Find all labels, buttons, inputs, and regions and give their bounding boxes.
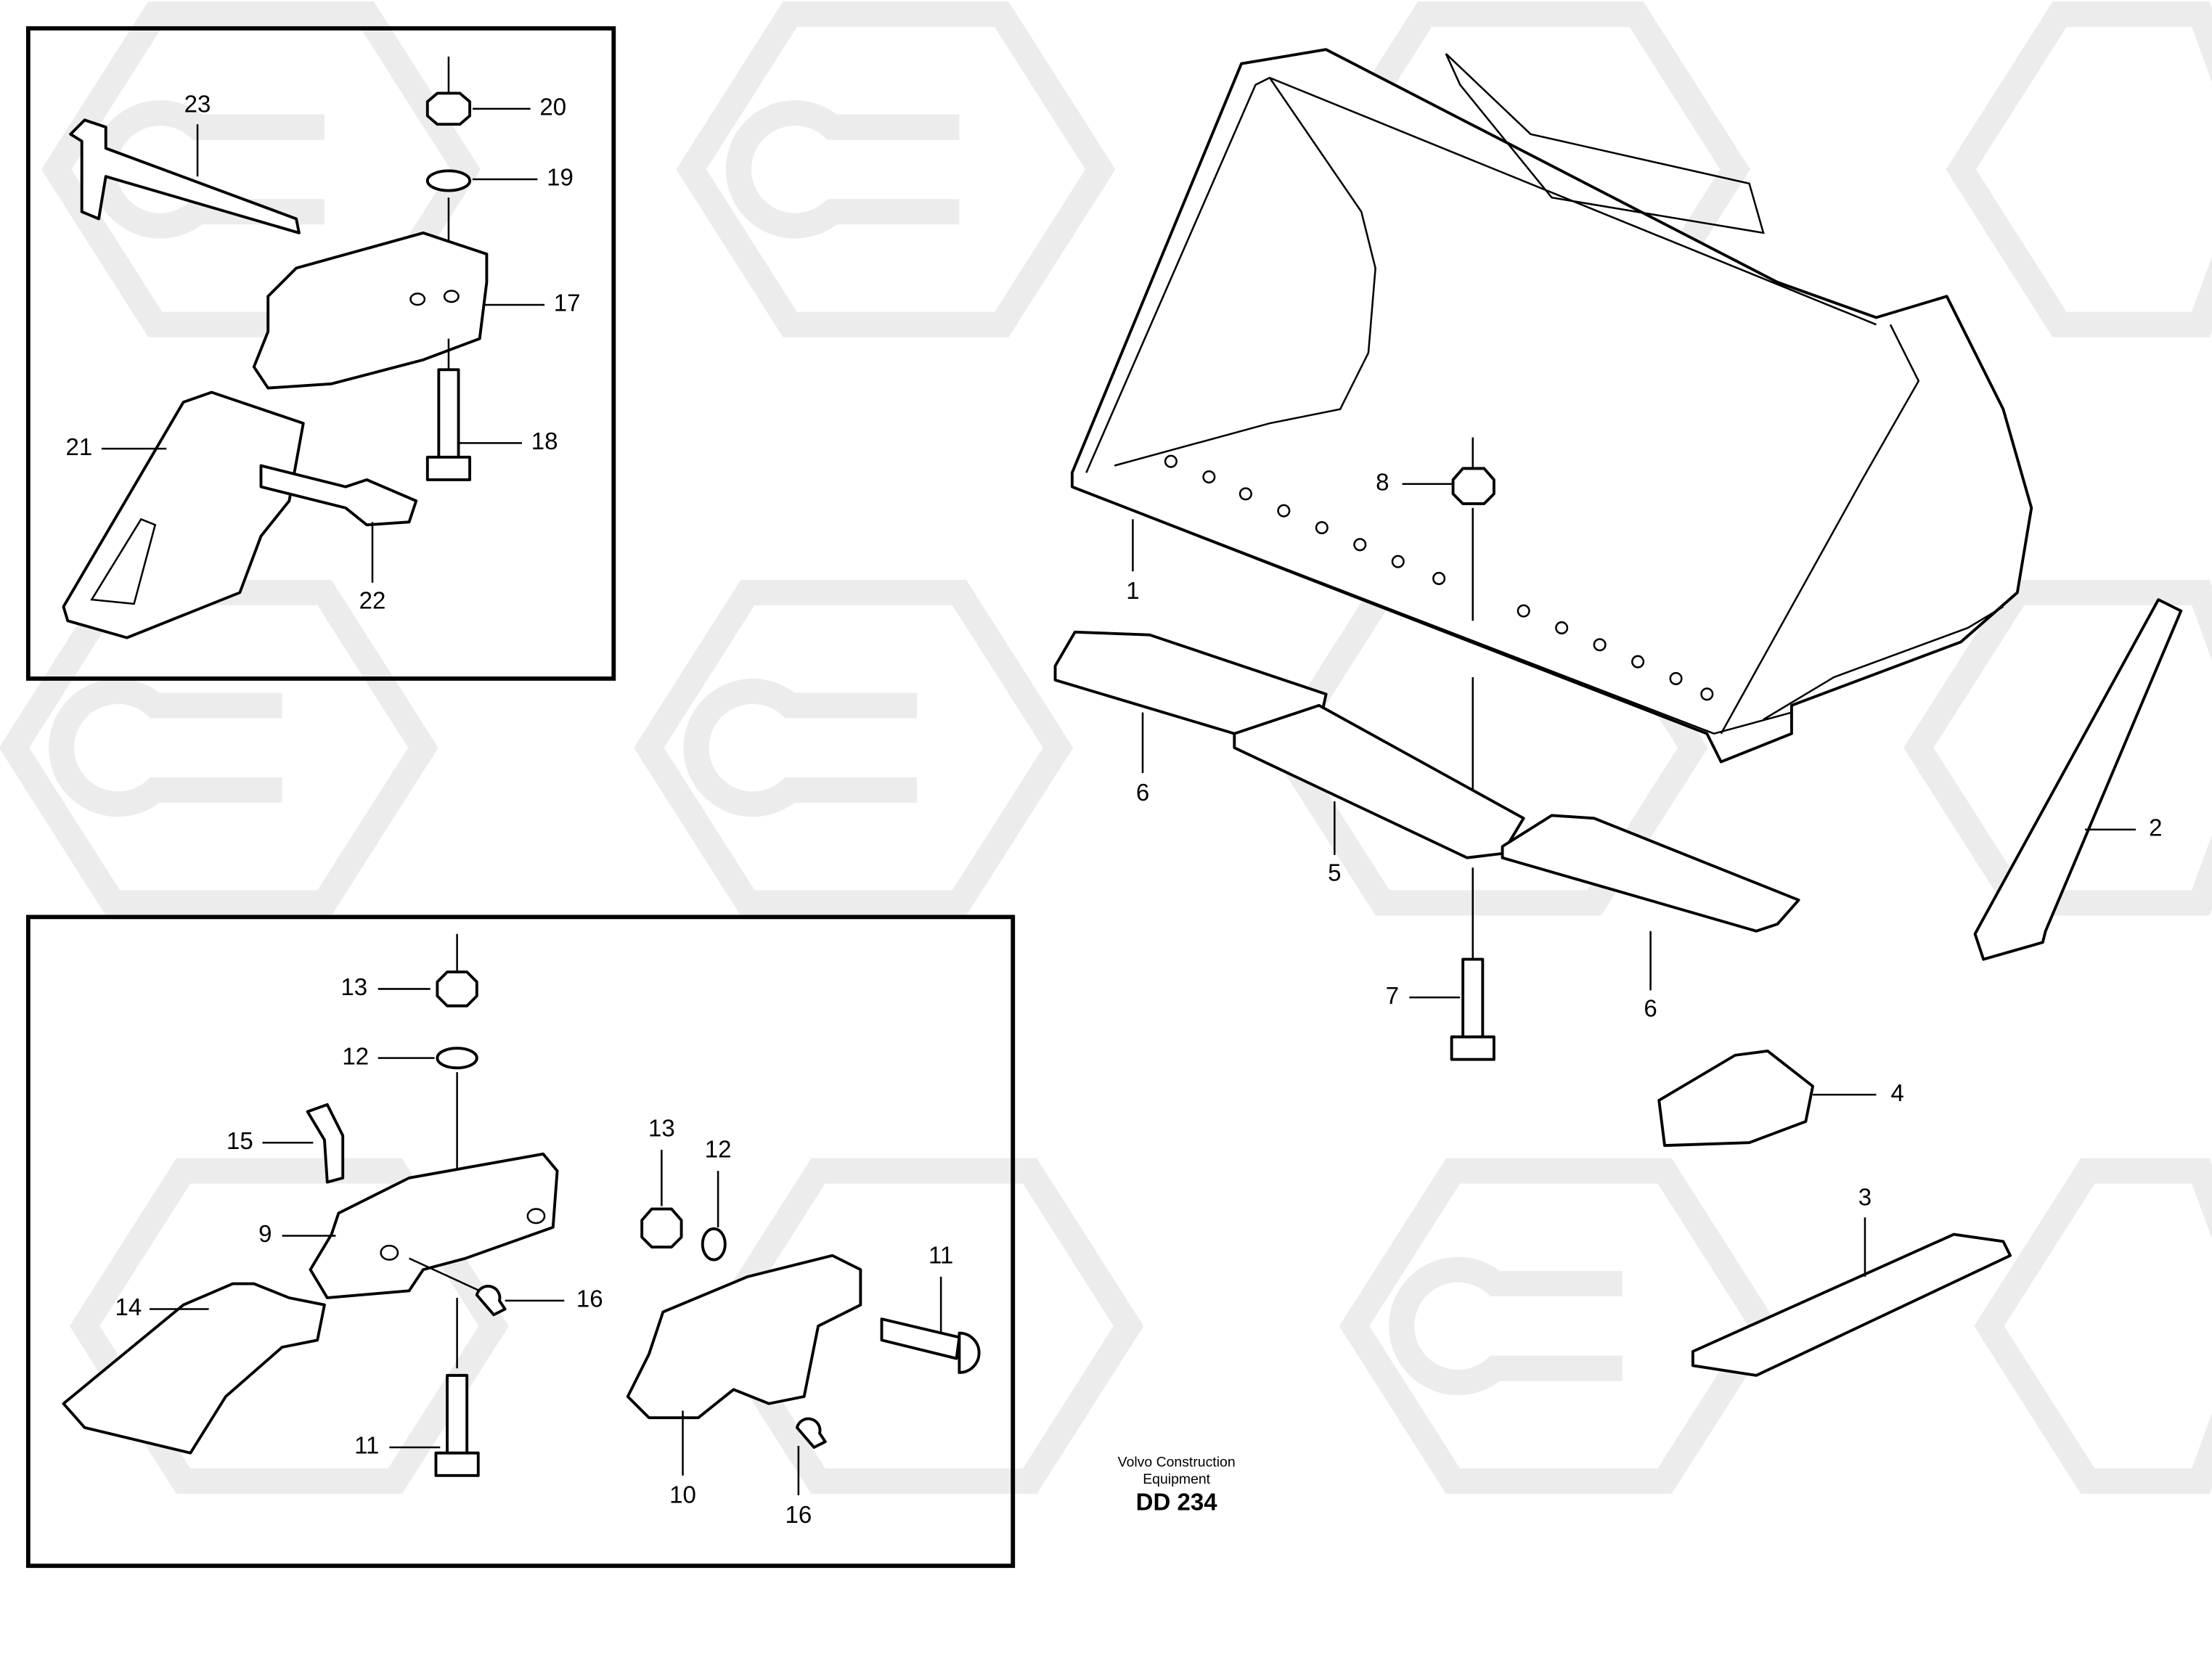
drawing-id: DD 234 — [1136, 1488, 1218, 1515]
callout-4: 4 — [1890, 1079, 1903, 1106]
part-17-adapter — [252, 231, 489, 390]
callout-13: 13 — [340, 973, 367, 1000]
part-11-bolt-right — [880, 1317, 981, 1374]
callout-10: 10 — [669, 1481, 696, 1508]
watermark-logo — [0, 579, 438, 916]
part-19-washer — [425, 169, 472, 192]
callout-11: 11 — [354, 1432, 379, 1459]
part-23-pin — [69, 118, 301, 234]
part-12-washer — [436, 1047, 478, 1070]
callout-17: 17 — [554, 290, 581, 316]
part-18-bolt — [425, 368, 472, 481]
watermark-logo — [69, 1158, 509, 1495]
callout-6-left: 6 — [1136, 779, 1149, 806]
callout-13-right: 13 — [648, 1114, 675, 1141]
callout-15: 15 — [226, 1127, 253, 1154]
part-15-lock — [306, 1103, 345, 1184]
part-13-nut — [436, 970, 478, 1007]
watermark-logo — [704, 1158, 1144, 1495]
callout-2: 2 — [2149, 814, 2162, 841]
detail-box-2-leaders — [149, 988, 942, 1496]
callout-22: 22 — [359, 587, 386, 614]
callout-20: 20 — [539, 94, 566, 120]
part-5-edge-middle — [1233, 703, 1525, 859]
callout-9: 9 — [258, 1220, 272, 1247]
callout-14: 14 — [115, 1293, 142, 1320]
callout-7: 7 — [1386, 982, 1399, 1009]
part-22-retainer — [259, 464, 418, 527]
main-bucket-assembly — [1053, 48, 2183, 1377]
watermark-logo — [676, 1, 1116, 338]
callout-12-right: 12 — [705, 1136, 732, 1163]
watermark-logo — [1339, 1158, 1779, 1495]
part-14-tooth — [62, 1282, 326, 1455]
part-16-pin-right — [795, 1417, 827, 1449]
detail-box-1 — [25, 26, 616, 681]
part-16-pin-left — [475, 1285, 507, 1317]
part-1-bucket — [1070, 48, 2033, 764]
callout-16-right: 16 — [785, 1501, 812, 1528]
callout-1: 1 — [1126, 577, 1139, 604]
part-10-adapter — [626, 1254, 862, 1420]
part-4-wear-plate — [1657, 1049, 1815, 1148]
watermark-logo — [1946, 1, 2212, 338]
part-3-wear-strip — [1691, 1233, 2012, 1377]
callout-18: 18 — [531, 428, 558, 454]
callout-12: 12 — [342, 1042, 369, 1069]
callout-8: 8 — [1376, 468, 1389, 495]
callout-16: 16 — [576, 1285, 603, 1312]
detail-box-1-parts — [62, 56, 489, 639]
part-11-bolt-left — [434, 1373, 480, 1477]
main-leaders — [1132, 483, 2137, 1277]
part-12-washer-right — [701, 1227, 727, 1262]
callout-5: 5 — [1328, 859, 1341, 886]
callout-23: 23 — [184, 91, 211, 118]
callout-11-right: 11 — [929, 1241, 953, 1268]
part-2-side-edge — [1973, 598, 2183, 961]
part-9-adapter — [309, 1152, 559, 1299]
detail-box-2-parts — [62, 933, 981, 1477]
detail-box-2 — [25, 915, 1016, 1569]
callout-19: 19 — [547, 164, 574, 191]
company-line-2: Equipment — [1143, 1471, 1210, 1487]
bucket-bolt-holes — [1164, 454, 1714, 701]
company-line-1: Volvo Construction — [1118, 1454, 1236, 1470]
callout-3: 3 — [1858, 1184, 1872, 1211]
part-13-nut-right — [640, 1207, 683, 1248]
watermark-logo — [634, 579, 1074, 916]
part-6-edge-right — [1501, 814, 1800, 933]
part-21-tooth — [62, 391, 305, 639]
detail-box-1-leaders — [101, 107, 545, 583]
part-20-nut — [425, 91, 472, 126]
watermark-logo — [1974, 1158, 2212, 1495]
callout-6-right: 6 — [1644, 994, 1657, 1021]
callout-21: 21 — [65, 433, 92, 460]
part-7-bolt — [1450, 957, 1495, 1061]
part-8-nut — [1451, 467, 1495, 505]
